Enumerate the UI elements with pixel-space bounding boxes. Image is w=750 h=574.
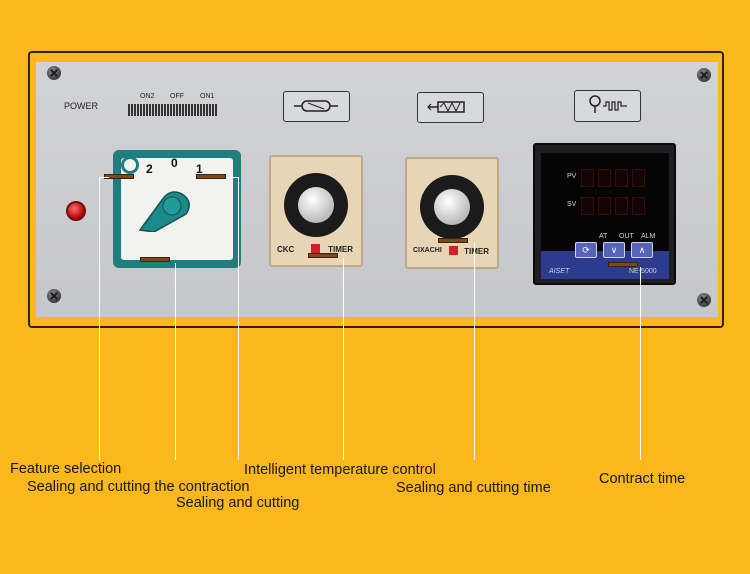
- selector-pos-1: 1: [196, 162, 203, 176]
- guide-line: [226, 177, 238, 178]
- switch-on2-label: ON2: [140, 93, 155, 100]
- pv-digits: [581, 169, 645, 187]
- switch-ticks: [128, 104, 217, 116]
- timer-brand: CIXACHI: [413, 247, 442, 254]
- guide-line: [238, 177, 239, 460]
- timer-word: TIMER: [464, 247, 489, 256]
- timer-knob[interactable]: [298, 187, 334, 223]
- guide-line: [343, 258, 344, 460]
- marker-temp: [308, 253, 338, 258]
- guide-line: [640, 267, 641, 460]
- timer-badge-icon: [311, 244, 320, 253]
- selector-pos-0: 0: [171, 156, 178, 170]
- timer-brand: CKC: [277, 245, 295, 254]
- marker-contract-time: [608, 262, 638, 267]
- screw-icon: [697, 68, 711, 82]
- caption-sealing-cutting-contraction: Sealing and cutting the contraction: [27, 479, 250, 495]
- timer-badge-icon: [449, 246, 458, 255]
- temperature-heater-icon: [574, 90, 641, 122]
- timer-knob[interactable]: [434, 189, 470, 225]
- guide-line: [474, 243, 475, 460]
- guide-line: [99, 177, 100, 460]
- sealing-timer[interactable]: CKC TIMER: [269, 155, 363, 267]
- contraction-timer[interactable]: CIXACHI TIMER: [405, 157, 499, 269]
- at-indicator: AT: [599, 233, 608, 240]
- controller-model: NE-5000: [629, 268, 657, 275]
- power-indicator-led: [66, 201, 86, 221]
- sv-label: SV: [567, 201, 577, 208]
- out-indicator: OUT: [619, 233, 634, 240]
- marker-seal-time: [438, 238, 468, 243]
- controller-brand: AISET: [549, 268, 570, 275]
- marker-contraction: [140, 257, 170, 262]
- screw-icon: [47, 289, 61, 303]
- alm-indicator: ALM: [641, 233, 656, 240]
- guide-line: [175, 263, 176, 460]
- screw-icon: [47, 66, 61, 80]
- up-arrow-button[interactable]: ∧: [631, 242, 653, 258]
- marker-seal-cut: [196, 174, 226, 179]
- selector-pos-2: 2: [146, 162, 153, 176]
- pv-label: PV: [567, 173, 577, 180]
- switch-on1-label: ON1: [200, 93, 215, 100]
- cycle-button[interactable]: ⟳: [575, 242, 597, 258]
- contraction-heater-icon: [417, 92, 484, 123]
- caption-sealing-cutting-time: Sealing and cutting time: [396, 480, 551, 496]
- caption-contract-time: Contract time: [599, 471, 686, 487]
- selector-logo-icon: [121, 156, 139, 174]
- marker-feature: [104, 174, 134, 179]
- switch-off-label: OFF: [170, 93, 184, 100]
- caption-intelligent-temp: Intelligent temperature control: [244, 462, 436, 478]
- caption-sealing-cutting: Sealing and cutting: [176, 495, 300, 511]
- down-arrow-button[interactable]: ∨: [603, 242, 625, 258]
- selector-knob[interactable]: [132, 186, 208, 232]
- power-label: POWER: [64, 101, 99, 111]
- controller-display: PV SV AT OUT ALM: [541, 153, 669, 251]
- sv-digits: [581, 197, 645, 215]
- caption-feature-selection: Feature selection: [10, 461, 122, 477]
- temperature-controller[interactable]: PV SV AT OUT ALM AISET NE-5000 ⟳ ∨ ∧: [533, 143, 676, 285]
- panel-frame: [28, 51, 724, 328]
- screw-icon: [697, 293, 711, 307]
- sealing-cutting-icon: [283, 91, 350, 122]
- timer-word: TIMER: [328, 245, 353, 254]
- guide-line: [99, 177, 109, 178]
